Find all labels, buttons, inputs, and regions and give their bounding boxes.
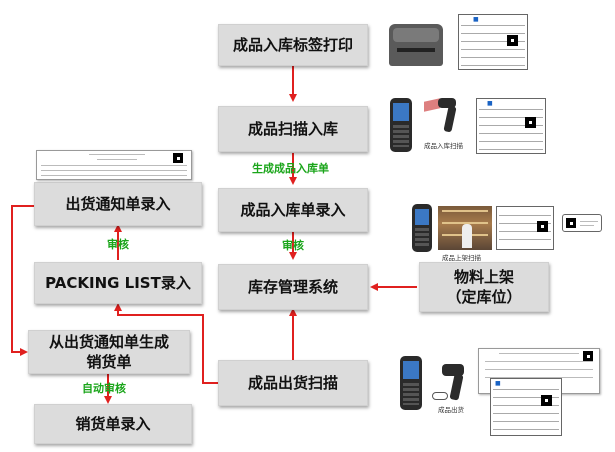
box-label-print: 成品入库标签打印: [218, 24, 368, 66]
warehouse-photo: [438, 206, 492, 250]
caption-scan-out: 成品出货: [438, 406, 464, 414]
barcode-scanner-image: [420, 96, 460, 136]
box-gen-sales: 从出货通知单生成 销货单: [28, 330, 190, 374]
arrow-scanout-to-packing: [114, 303, 218, 384]
box-ship-notice: 出货通知单录入: [34, 182, 202, 226]
label-audit-right: 审核: [282, 239, 304, 252]
label-audit-left: 审核: [107, 238, 129, 251]
label-generate-receipt: 生成成品入库单: [252, 162, 329, 175]
box-receipt-entry: 成品入库单录入: [218, 188, 368, 232]
product-label-card: ■: [458, 14, 528, 70]
shipping-notice-document-image: [36, 150, 192, 180]
barcode-scanner-image: [428, 362, 476, 404]
qr-code-icon: [537, 221, 548, 232]
qr-code-icon: [541, 395, 552, 406]
qr-code-icon: [173, 153, 183, 163]
caption-scan-in: 成品入库扫描: [424, 142, 463, 150]
box-packing-list: PACKING LIST录入: [34, 262, 202, 304]
arrow-notice-to-gensales: [11, 205, 34, 356]
box-sales-entry: 销货单录入: [34, 404, 192, 444]
label-printer-image: [387, 18, 445, 68]
qr-code-icon: [583, 351, 593, 361]
handheld-terminal-image: [400, 356, 422, 410]
handheld-terminal-image: [412, 204, 432, 252]
box-shelving: 物料上架 （定库位）: [419, 262, 549, 312]
product-label-card: [496, 206, 554, 250]
qr-code-icon: [507, 35, 518, 46]
qr-code-icon: [525, 117, 536, 128]
box-scan-out: 成品出货扫描: [218, 360, 368, 406]
label-auto-audit: 自动审核: [82, 382, 126, 395]
box-scan-in: 成品扫描入库: [218, 106, 368, 152]
location-tag: [562, 214, 602, 232]
handheld-terminal-image: [390, 98, 412, 152]
product-label-card: ■: [476, 98, 546, 154]
qr-code-icon: [566, 218, 576, 228]
caption-shelving-scan: 成品上架扫描: [442, 254, 481, 262]
box-wms: 库存管理系统: [218, 264, 368, 310]
product-label-card: ■: [490, 378, 562, 436]
